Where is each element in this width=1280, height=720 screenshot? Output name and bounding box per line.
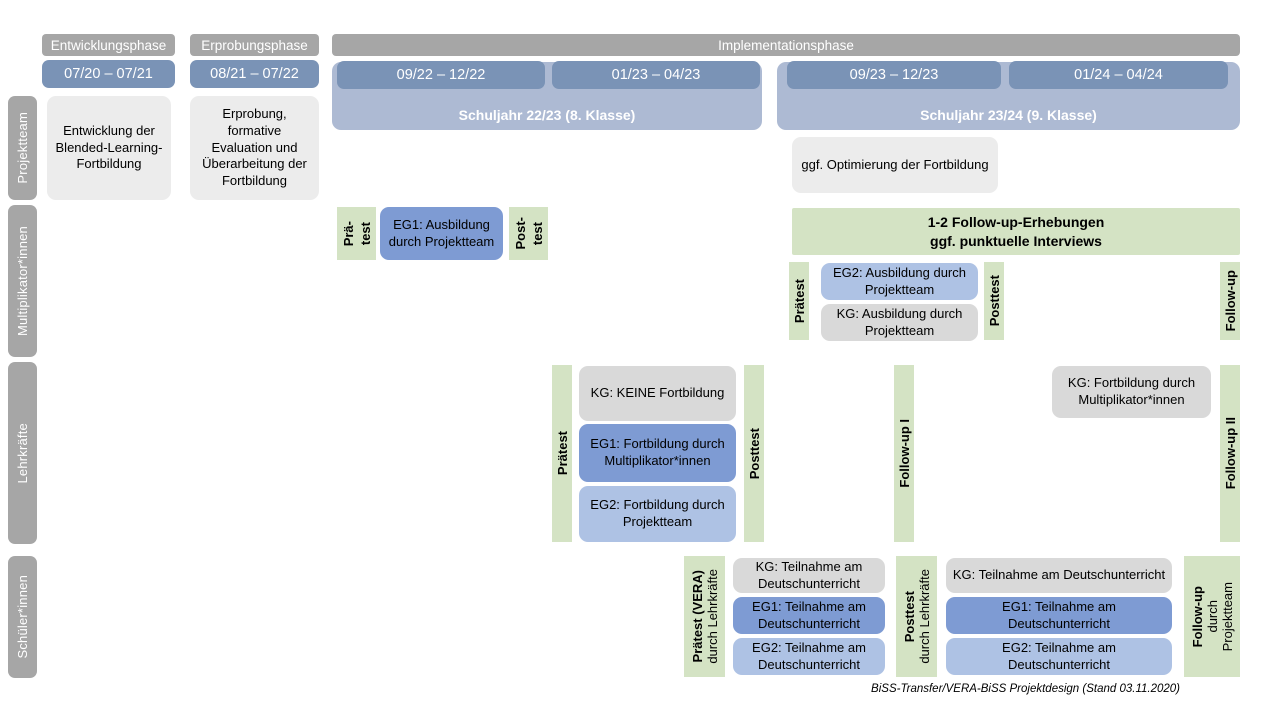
schuelerinnen-kg-teilnahme-box-2: KG: Teilnahme am Deutschunterricht (946, 558, 1172, 593)
projektteam-erprobung-box: Erprobung, formative Evaluation und Über… (190, 96, 319, 200)
role-label-text: Lehrkräfte (15, 422, 30, 484)
role-label-schuelerinnen: Schüler*innen (8, 556, 37, 678)
schuelerinnen-praetest-strip: Prätest (VERA) durch Lehrkräfte (684, 556, 725, 677)
eg1-teilnahme-label: EG1: Teilnahme am Deutschunterricht (1002, 598, 1116, 631)
kg-fortbildung-label: KG: Fortbildung durch Multiplikator*inne… (1067, 375, 1196, 407)
multiplikatorinnen-posttest-strip: Post- test (509, 207, 548, 260)
praetest-line2: test (357, 221, 373, 246)
eg2-teilnahme-label: EG2: Teilnahme am Deutschunterricht (752, 639, 866, 672)
posttest-line1: Post- (512, 217, 528, 250)
lehrkraefte-posttest-strip: Posttest (744, 365, 764, 542)
period-label: 08/21 – 07/22 (210, 66, 299, 82)
eg1-ausbildung-label: EG1: Ausbildung durch Projektteam (388, 216, 495, 249)
period-chip-0922-1222: 09/22 – 12/22 (337, 61, 545, 89)
multiplikatorinnen-eg1-ausbildung-box: EG1: Ausbildung durch Projektteam (380, 207, 503, 260)
period-chip-0923-1223: 09/23 – 12/23 (787, 61, 1001, 89)
phase-header-label: Implementationsphase (718, 37, 854, 53)
multiplikatorinnen-posttest2-strip: Posttest (984, 262, 1004, 340)
schuelerinnen-eg1-teilnahme-box-2: EG1: Teilnahme am Deutschunterricht (946, 597, 1172, 634)
lehrkraefte-kg-keine-box: KG: KEINE Fortbildung (579, 366, 736, 421)
praetest2-label: Prätest (791, 278, 807, 324)
period-label: 07/20 – 07/21 (64, 66, 153, 82)
lehrkraefte-posttest-label: Posttest (746, 427, 762, 480)
projektteam-entwicklung-label: Entwicklung der Blended-Learning-Fortbil… (55, 123, 163, 172)
period-chip-0124-0424: 01/24 – 04/24 (1009, 61, 1228, 89)
lehrkraefte-kg-fortbildung-box: KG: Fortbildung durch Multiplikator*inne… (1052, 366, 1211, 418)
school-year-label: Schuljahr 22/23 (8. Klasse) (458, 107, 636, 123)
multiplikatorinnen-eg2-ausbildung-box: EG2: Ausbildung durch Projektteam (821, 263, 978, 300)
period-label: 09/23 – 12/23 (849, 67, 939, 83)
kg-keine-label: KG: KEINE Fortbildung (590, 385, 725, 401)
praetest-line1: Prä- (340, 220, 356, 247)
eg2-teilnahme-label: EG2: Teilnahme am Deutschunterricht (1002, 639, 1116, 672)
schueler-posttest-sub: durch Lehrkräfte (916, 569, 932, 664)
period-chip-0821-0722: 08/21 – 07/22 (190, 60, 319, 88)
phase-header-entwicklungsphase: Entwicklungsphase (42, 34, 175, 56)
phase-header-label: Erprobungsphase (201, 37, 308, 53)
eg2-ausbildung-label: EG2: Ausbildung durch Projektteam (833, 264, 966, 297)
period-chip-0720-0721: 07/20 – 07/21 (42, 60, 175, 88)
lehrkraefte-eg2-fortbildung-box: EG2: Fortbildung durch Projektteam (579, 486, 736, 542)
schuelerinnen-followup-strip: Follow-up durch Projektteam (1184, 556, 1240, 677)
period-label: 09/22 – 12/22 (396, 67, 486, 83)
period-label: 01/23 – 04/23 (611, 67, 701, 83)
role-label-multiplikatorinnen: Multiplikator*innen (8, 205, 37, 357)
role-label-projektteam: Projektteam (8, 96, 37, 200)
school-year-label: Schuljahr 23/24 (9. Klasse) (920, 107, 1097, 123)
multiplikatorinnen-praetest-strip: Prä- test (337, 207, 376, 260)
period-chip-0123-0423: 01/23 – 04/23 (552, 61, 760, 89)
kg-teilnahme-label: KG: Teilnahme am Deutschunterricht (952, 567, 1166, 583)
multiplikatorinnen-kg-ausbildung-box: KG: Ausbildung durch Projektteam (821, 304, 978, 341)
footer-text: BiSS-Transfer/VERA-BiSS Projektdesign (S… (871, 683, 1180, 695)
eg2-fortbildung-label: EG2: Fortbildung durch Projektteam (590, 497, 725, 529)
lehrkraefte-followup1-label: Follow-up I (896, 419, 912, 488)
projektteam-erprobung-label: Erprobung, formative Evaluation und Über… (202, 106, 307, 188)
followup-banner-line1: 1-2 Follow-up-Erhebungen (927, 213, 1105, 230)
lehrkraefte-followup2-strip: Follow-up II (1220, 365, 1240, 542)
projektteam-entwicklung-box: Entwicklung der Blended-Learning-Fortbil… (47, 96, 171, 200)
lehrkraefte-eg1-fortbildung-box: EG1: Fortbildung durch Multiplikator*inn… (579, 424, 736, 482)
posttest2-label: Posttest (986, 275, 1002, 327)
schuelerinnen-eg1-teilnahme-box-1: EG1: Teilnahme am Deutschunterricht (733, 597, 885, 634)
eg1-teilnahme-label: EG1: Teilnahme am Deutschunterricht (752, 598, 866, 631)
lehrkraefte-praetest-label: Prätest (554, 431, 570, 476)
phase-header-implementationsphase: Implementationsphase (332, 34, 1240, 56)
phase-header-erprobungsphase: Erprobungsphase (190, 34, 319, 56)
followup-label: Follow-up (1222, 270, 1238, 332)
role-label-text: Projektteam (15, 112, 30, 184)
multiplikatorinnen-followup-banner: 1-2 Follow-up-Erhebungen ggf. punktuelle… (792, 208, 1240, 255)
footer-caption: BiSS-Transfer/VERA-BiSS Projektdesign (S… (700, 683, 1180, 695)
schueler-posttest-main: Posttest (901, 590, 917, 643)
role-label-lehrkraefte: Lehrkräfte (8, 362, 37, 544)
role-label-text: Schüler*innen (15, 575, 30, 659)
multiplikatorinnen-praetest2-strip: Prätest (789, 262, 809, 340)
kg-teilnahme-label: KG: Teilnahme am Deutschunterricht (755, 558, 863, 591)
role-label-text: Multiplikator*innen (15, 225, 30, 337)
projektteam-optimierung-box: ggf. Optimierung der Fortbildung (792, 137, 998, 193)
schuelerinnen-eg2-teilnahme-box-1: EG2: Teilnahme am Deutschunterricht (733, 638, 885, 675)
projektteam-optimierung-label: ggf. Optimierung der Fortbildung (801, 156, 989, 172)
schuelerinnen-eg2-teilnahme-box-2: EG2: Teilnahme am Deutschunterricht (946, 638, 1172, 675)
kg-ausbildung-label: KG: Ausbildung durch Projektteam (836, 305, 963, 338)
schueler-followup-sub2: Projektteam (1219, 581, 1235, 652)
lehrkraefte-praetest-strip: Prätest (552, 365, 572, 542)
followup-banner-line2: ggf. punktuelle Interviews (930, 232, 1102, 249)
lehrkraefte-followup1-strip: Follow-up I (894, 365, 914, 542)
posttest-line2: test (529, 221, 545, 246)
schuelerinnen-kg-teilnahme-box-1: KG: Teilnahme am Deutschunterricht (733, 558, 885, 593)
schueler-followup-sub1: durch (1204, 600, 1220, 633)
eg1-fortbildung-label: EG1: Fortbildung durch Multiplikator*inn… (590, 436, 725, 468)
schueler-praetest-main: Prätest (VERA) (689, 570, 705, 663)
schuelerinnen-posttest-strip: Posttest durch Lehrkräfte (896, 556, 937, 677)
schueler-followup-main: Follow-up (1189, 585, 1205, 648)
multiplikatorinnen-followup-strip: Follow-up (1220, 262, 1240, 340)
phase-header-label: Entwicklungsphase (50, 37, 167, 53)
period-label: 01/24 – 04/24 (1074, 67, 1163, 83)
schueler-praetest-sub: durch Lehrkräfte (704, 569, 720, 664)
lehrkraefte-followup2-label: Follow-up II (1222, 417, 1238, 490)
